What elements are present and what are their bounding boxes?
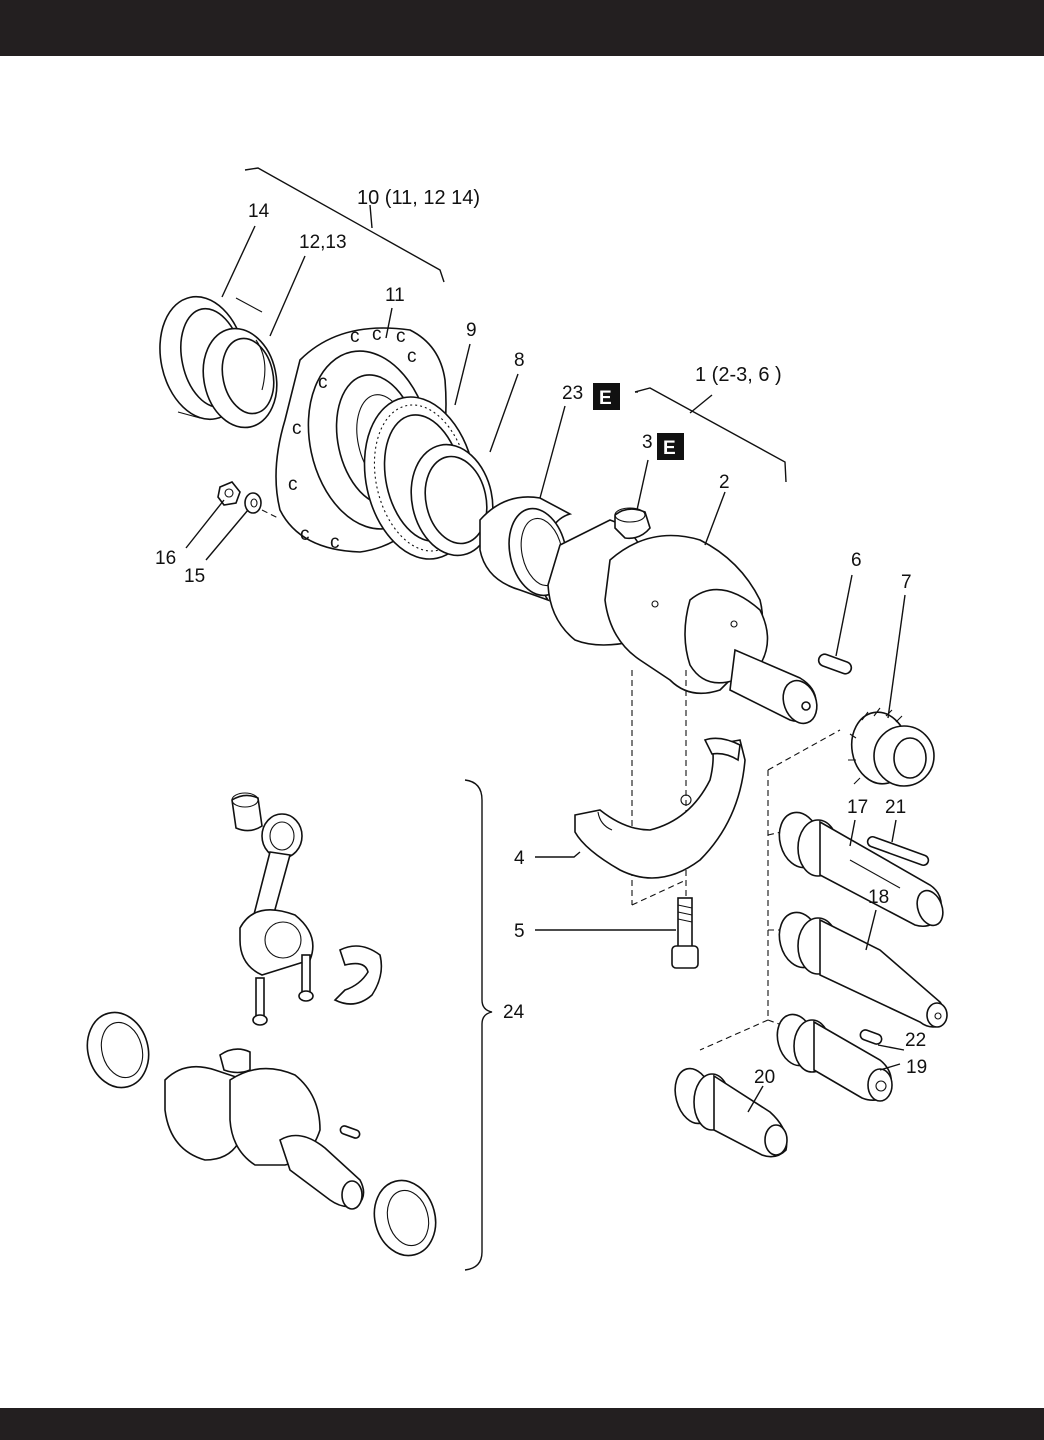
connecting-rod-assembly	[86, 792, 437, 1257]
key-21	[866, 835, 930, 867]
label-14: 14	[248, 201, 270, 222]
label-9: 9	[466, 320, 477, 341]
svg-text:c: c	[292, 418, 302, 439]
svg-text:c: c	[372, 324, 382, 345]
svg-text:c: c	[318, 372, 328, 393]
svg-text:E: E	[663, 438, 676, 459]
callout-labels: 10 (11, 12 14) 14 12,13 11 9 8 23 1 (2-3…	[155, 187, 927, 1088]
group-24-bracket	[464, 779, 493, 1271]
label-3: 3	[642, 432, 653, 453]
tapered-shaft-18	[778, 911, 948, 1028]
label-2: 2	[719, 472, 730, 493]
badge-3-e: E	[657, 433, 684, 460]
bearing-12-13	[202, 327, 278, 429]
label-5: 5	[514, 921, 525, 942]
label-17: 17	[847, 797, 868, 818]
label-24: 24	[503, 1002, 525, 1023]
group-10-bracket	[244, 167, 445, 283]
bolt-5	[671, 897, 699, 969]
nut-16	[217, 481, 241, 506]
thrust-washer-8	[410, 443, 494, 557]
pto-shaft-17	[778, 811, 944, 928]
svg-text:c: c	[350, 326, 360, 347]
label-11: 11	[385, 285, 405, 306]
svg-text:E: E	[599, 388, 612, 409]
label-8: 8	[514, 350, 525, 371]
label-21: 21	[885, 797, 906, 818]
label-16: 16	[155, 548, 176, 569]
label-10: 10 (11, 12 14)	[357, 187, 480, 209]
svg-text:c: c	[407, 346, 417, 367]
svg-text:c: c	[396, 326, 406, 347]
bearing-cap-4	[574, 737, 746, 879]
key-6	[817, 653, 853, 675]
label-18: 18	[868, 887, 889, 908]
label-15: 15	[184, 566, 205, 587]
label-20: 20	[754, 1067, 775, 1088]
label-23: 23	[562, 383, 583, 404]
svg-text:c: c	[330, 532, 340, 553]
label-6: 6	[851, 550, 862, 571]
short-shaft-19	[776, 1013, 893, 1102]
gear-7	[848, 707, 935, 787]
washer-15	[244, 492, 262, 514]
tapered-shaft-20	[674, 1067, 788, 1158]
leader-lines	[185, 225, 906, 1113]
crankshaft-2	[547, 519, 818, 725]
pin-3	[614, 507, 651, 540]
svg-text:c: c	[300, 524, 310, 545]
label-7: 7	[901, 572, 912, 593]
bottom-banner	[0, 1408, 1044, 1440]
svg-text:c: c	[288, 474, 298, 495]
label-22: 22	[905, 1030, 926, 1051]
label-1: 1 (2-3, 6 )	[695, 364, 782, 386]
label-19: 19	[906, 1057, 927, 1078]
badge-23-e: E	[593, 383, 620, 410]
label-12-13: 12,13	[299, 232, 347, 253]
label-4: 4	[514, 848, 525, 869]
top-banner	[0, 0, 1044, 56]
key-22	[859, 1029, 883, 1045]
